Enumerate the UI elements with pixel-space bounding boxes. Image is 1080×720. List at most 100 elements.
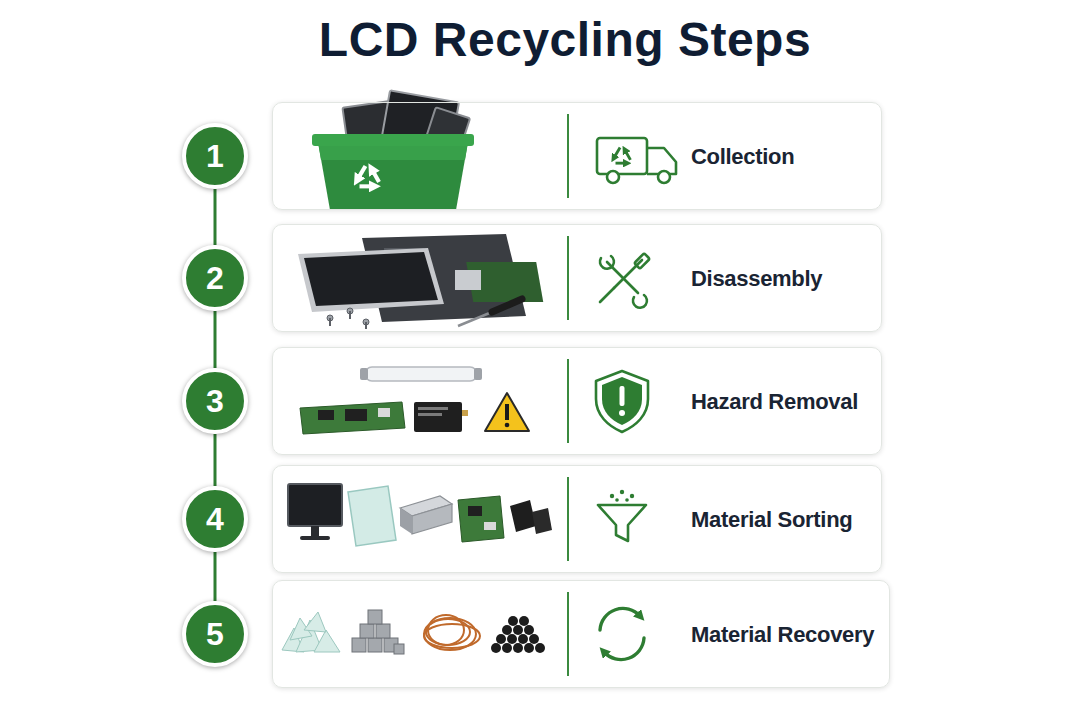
disassembled-panel-illustration-part [327, 308, 369, 325]
disassembled-panel-illustration-part [458, 312, 492, 326]
tools-icon-part [614, 260, 642, 288]
disassembled-panel-illustration-part [365, 322, 367, 329]
step-label: Material Recovery [691, 622, 874, 648]
disassembled-panel-illustration-part [349, 311, 351, 319]
card-divider [567, 114, 569, 676]
card-divider-part [567, 236, 569, 320]
recovered-materials-illustration-part [502, 643, 512, 653]
funnel-icon-part [610, 494, 614, 498]
recovered-materials-illustration-part [282, 612, 340, 652]
sorted-materials-illustration-part [311, 526, 319, 536]
recovered-materials-illustration-part [352, 610, 404, 654]
cycle-icon-part [604, 638, 644, 660]
sorted-materials-illustration-part [348, 486, 396, 546]
truck-icon-part [597, 138, 647, 174]
cycle-icon-part [600, 608, 640, 630]
step-number: 2 [206, 262, 224, 294]
recovered-materials-illustration-part [376, 624, 390, 638]
disassembled-panel-illustration-part [455, 270, 481, 290]
funnel-icon-part [598, 505, 646, 541]
hazard-parts-illustration-part [418, 407, 448, 410]
hazard-parts-illustration-part [414, 402, 462, 432]
truck-icon-part [658, 171, 670, 183]
step-connector [214, 311, 217, 368]
recycling-bin-illustration-part [318, 142, 468, 210]
truck-icon-part [647, 148, 676, 174]
recovered-materials-illustration-part [352, 638, 366, 652]
step-number: 4 [206, 503, 224, 535]
disassembled-panel-illustration-part [329, 318, 331, 326]
disassembled-panel-illustration-part [298, 248, 444, 312]
truck-icon-part [607, 171, 619, 183]
diagram-title: LCD Recycling Steps [258, 12, 872, 67]
recycling-bin-illustration-part [312, 134, 474, 146]
step-connector [214, 434, 217, 486]
recovered-materials-illustration-part [507, 634, 517, 644]
hazard-parts-illustration-part [345, 409, 367, 421]
card-divider-part [567, 477, 569, 561]
sorted-materials-illustration-part [400, 508, 412, 534]
hazard-parts-illustration-part [365, 367, 477, 381]
tools-icon [600, 253, 650, 307]
shield-icon [596, 371, 648, 432]
shield-icon-part [602, 377, 642, 425]
hazard-parts-illustration-part [505, 423, 510, 428]
step-number: 3 [206, 385, 224, 417]
recovered-materials-illustration-part [368, 638, 382, 652]
recovered-materials-illustration-part [518, 634, 528, 644]
tools-icon-part [633, 295, 647, 308]
recovered-materials-illustration-part [394, 644, 404, 654]
hazard-parts-illustration-part [378, 408, 390, 417]
recovered-materials-illustration [282, 610, 545, 654]
hazard-parts-illustration-part [418, 413, 442, 416]
tools-icon-part [600, 256, 614, 269]
step-label: Hazard Removal [691, 389, 858, 415]
step-label: Disassembly [691, 266, 822, 292]
recovered-materials-illustration-part [513, 643, 523, 653]
truck-icon-part [614, 148, 631, 164]
shield-icon-part [596, 371, 648, 432]
recycling-bin-illustration [312, 90, 474, 210]
step-number-circle: 4 [182, 486, 248, 552]
recovered-materials-illustration-part [424, 615, 480, 650]
recovered-materials-illustration-part [524, 625, 534, 635]
recovered-materials-illustration-part [491, 616, 545, 653]
recovered-materials-illustration-part [491, 643, 501, 653]
recovered-materials-illustration-part [368, 610, 382, 624]
funnel-icon-part [615, 498, 619, 502]
disassembled-panel-illustration-part [492, 299, 522, 312]
truck-icon [597, 138, 676, 183]
hazard-parts-illustration-part [360, 368, 368, 380]
funnel-icon [598, 490, 646, 541]
card-divider-part [567, 592, 569, 676]
step-card: Hazard Removal [272, 347, 882, 455]
funnel-icon-part [625, 498, 629, 502]
sorted-materials-illustration-part [300, 536, 330, 540]
step-connector [214, 189, 217, 245]
hazard-parts-illustration [300, 367, 529, 434]
recovered-materials-illustration-part [304, 612, 326, 632]
step-label: Material Sorting [691, 507, 852, 533]
sorted-materials-illustration-part [412, 504, 452, 534]
recovered-materials-illustration-part [496, 634, 506, 644]
sorted-materials-illustration-part [484, 522, 496, 530]
hazard-parts-illustration-part [300, 402, 405, 434]
card-divider-part [567, 114, 569, 198]
step-number: 5 [206, 618, 224, 650]
hazard-parts-illustration-part [462, 410, 468, 416]
shield-icon-part [619, 410, 625, 416]
recovered-materials-illustration-part [524, 643, 534, 653]
card-divider-part [567, 359, 569, 443]
sorted-materials-illustration-part [468, 506, 482, 516]
hazard-parts-illustration-part [474, 368, 482, 380]
recovered-materials-illustration-part [529, 634, 539, 644]
step-number-circle: 5 [182, 601, 248, 667]
step-card: Material Sorting [272, 465, 882, 573]
sorted-materials-illustration-part [532, 508, 552, 534]
recovered-materials-illustration-part [502, 625, 512, 635]
step-number-circle: 1 [182, 123, 248, 189]
sorted-materials-illustration [288, 484, 552, 546]
sorted-materials-illustration-part [288, 484, 342, 526]
step-card: Collection [272, 102, 882, 210]
